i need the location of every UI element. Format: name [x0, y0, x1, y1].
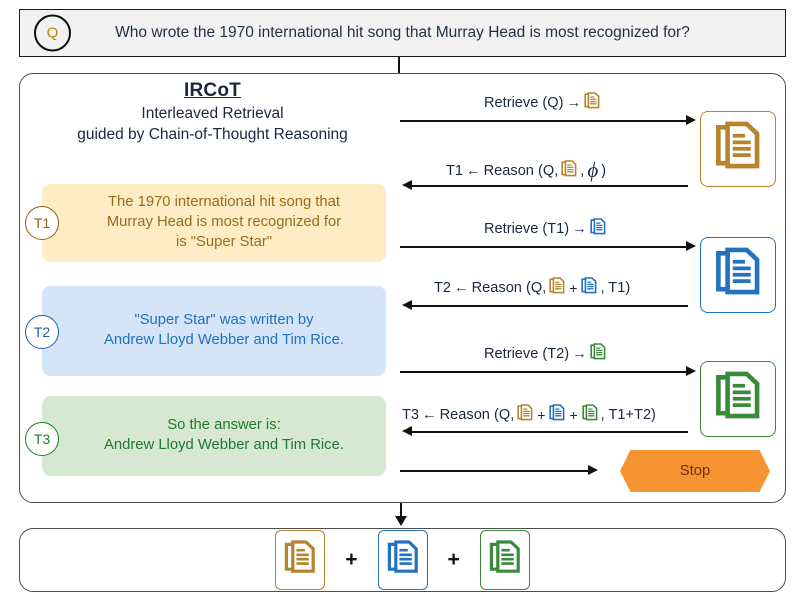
arrow-label-retrieve-t1: Retrieve (T1) → — [484, 218, 606, 240]
bottom-connector-line — [400, 503, 402, 519]
thought-box-t1: The 1970 international hit song that Mur… — [42, 184, 386, 262]
thought-t2-line2: Andrew Lloyd Webber and Tim Rice. — [104, 332, 344, 348]
final-doc-tile-blue — [377, 530, 428, 590]
arrow-label-reason-t1-fn: Reason (Q, — [483, 162, 559, 179]
document-stack-icon — [714, 371, 762, 428]
document-stack-icon — [284, 539, 316, 582]
arrow-label-retrieve-t2-text: Retrieve (T2) — [484, 346, 570, 362]
plus-sign: + — [569, 407, 578, 423]
arrow-label-reason-t3-end: , T1+T2) — [600, 407, 656, 423]
thought-t3-line1: So the answer is: — [167, 417, 281, 434]
stop-label: Stop — [679, 463, 711, 479]
arrow-line-reason-t2 — [412, 305, 688, 307]
thought-badge-t2: T2 — [25, 315, 59, 349]
plus-sign: + — [537, 407, 546, 423]
arrow-label-reason-t1-end: ) — [601, 162, 607, 179]
arrow-right-icon — [686, 115, 696, 125]
page-title: IRCoT — [184, 80, 241, 101]
final-doc-tile-gold — [275, 530, 326, 590]
document-stack-icon — [561, 159, 577, 182]
thought-box-t2: "Super Star" was written by Andrew Lloyd… — [42, 286, 386, 376]
document-stack-icon — [584, 92, 600, 114]
title-subtitle-line2: guided by Chain-of-Thought Reasoning — [77, 126, 348, 143]
arrow-line-stop — [400, 470, 590, 472]
document-stack-icon — [581, 277, 597, 299]
arrow-label-retrieve-q-text: Retrieve (Q) — [484, 95, 564, 111]
question-bar: Q Who wrote the 1970 international hit s… — [19, 9, 786, 57]
document-stack-icon — [714, 247, 762, 304]
thought-t3-line2: Andrew Lloyd Webber and Tim Rice. — [104, 437, 344, 453]
thought-t1-line2: Murray Head is most recognized for — [106, 214, 342, 231]
arrow-line-retrieve-t2 — [400, 371, 688, 373]
thought-t1-line1: The 1970 international hit song that — [108, 194, 340, 211]
arrow-label-reason-t1: T1 ← Reason (Q, , ϕ ) — [446, 158, 606, 183]
thought-t1-line3: is "Super Star" — [175, 233, 273, 250]
arrow-down-icon — [395, 516, 407, 526]
document-stack-icon — [582, 404, 598, 426]
document-stack-icon — [590, 343, 606, 365]
final-doc-tile-green — [479, 530, 530, 590]
plus-sign: + — [569, 280, 578, 296]
arrow-label-reason-t2: T2 ← Reason (Q, + , T1) — [434, 277, 630, 299]
stop-node: Stop — [620, 450, 770, 492]
thought-badge-t3: T3 — [25, 422, 59, 456]
arrow-left-glyph: ← — [422, 407, 437, 423]
arrow-label-reason-t1-comma: , — [580, 162, 585, 179]
arrow-label-reason-t2-end: , T1) — [600, 280, 631, 296]
document-stack-icon — [387, 539, 419, 582]
title-subtitle-line1: Interleaved Retrieval — [141, 105, 284, 122]
document-stack-icon — [549, 277, 565, 299]
document-stack-icon — [714, 121, 762, 178]
document-stack-icon — [489, 539, 521, 582]
arrow-line-reason-t1 — [412, 185, 688, 187]
arrow-label-retrieve-t1-text: Retrieve (T1) — [484, 221, 570, 237]
arrow-right-glyph: → — [572, 346, 587, 362]
arrow-left-icon — [402, 426, 412, 436]
title-block: IRCoT Interleaved Retrieval guided by Ch… — [40, 80, 385, 144]
arrow-label-reason-t1-result: T1 — [446, 162, 464, 179]
retrieved-docs-tile-blue — [700, 237, 776, 313]
arrow-label-reason-t3-fn: Reason (Q, — [439, 407, 515, 423]
arrow-left-icon — [402, 300, 412, 310]
question-text: Who wrote the 1970 international hit son… — [115, 24, 690, 41]
retrieved-docs-tile-green — [700, 361, 776, 437]
arrow-label-retrieve-t2: Retrieve (T2) → — [484, 343, 606, 365]
arrow-line-reason-t3 — [412, 431, 688, 433]
arrow-right-glyph: → — [572, 221, 587, 237]
final-documents-panel: + + — [19, 528, 786, 592]
arrow-label-reason-t2-fn: Reason (Q, — [471, 280, 547, 296]
arrow-left-icon — [402, 180, 412, 190]
arrow-label-reason-t2-result: T2 — [434, 280, 452, 296]
arrow-label-reason-t3: T3 ← Reason (Q, + + , T1+T2) — [402, 404, 656, 426]
arrow-line-retrieve-q — [400, 120, 688, 122]
thought-box-t3: So the answer is: Andrew Lloyd Webber an… — [42, 396, 386, 476]
plus-sign: + — [447, 548, 460, 571]
document-stack-icon — [517, 404, 533, 426]
retrieved-docs-tile-gold — [700, 111, 776, 187]
arrow-right-glyph: → — [566, 95, 582, 111]
document-stack-icon — [549, 404, 565, 426]
arrow-label-retrieve-q: Retrieve (Q) → — [484, 92, 600, 114]
question-badge: Q — [34, 14, 71, 52]
phi-symbol: ϕ — [587, 158, 599, 182]
arrow-left-glyph: ← — [466, 162, 481, 179]
document-stack-icon — [590, 218, 606, 240]
arrow-right-icon — [588, 465, 598, 475]
thought-badge-t1: T1 — [25, 206, 59, 240]
arrow-label-reason-t3-result: T3 — [402, 407, 420, 423]
arrow-left-glyph: ← — [454, 280, 469, 296]
arrow-right-icon — [686, 241, 696, 251]
arrow-right-icon — [686, 366, 696, 376]
arrow-line-retrieve-t1 — [400, 246, 688, 248]
plus-sign: + — [345, 548, 358, 571]
thought-t2-line1: "Super Star" was written by — [134, 312, 314, 329]
